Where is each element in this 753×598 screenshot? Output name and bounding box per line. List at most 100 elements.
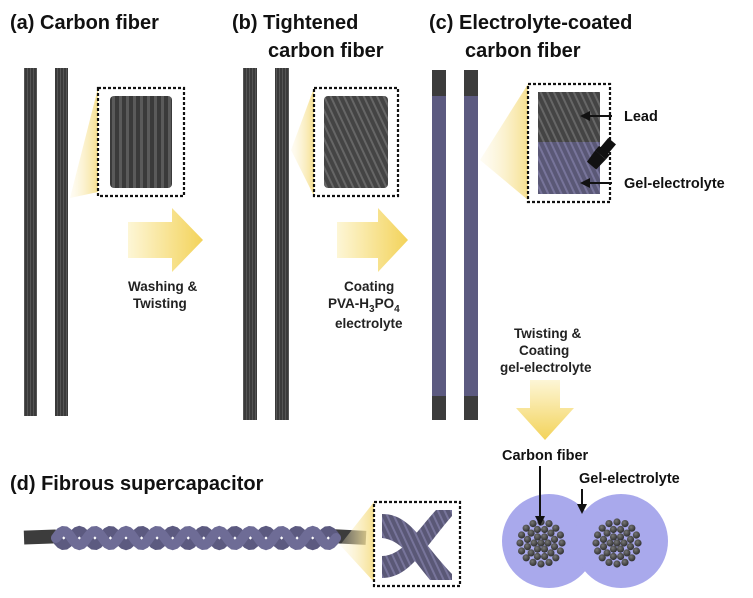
fiber-filament bbox=[522, 524, 530, 532]
fiber-filament bbox=[632, 547, 641, 555]
fiber-filament bbox=[547, 549, 555, 557]
fiber-filament bbox=[550, 535, 559, 544]
fiber-filament bbox=[537, 560, 545, 568]
zoom-fiber-bundle-twisted bbox=[324, 96, 388, 188]
fiber-filament bbox=[558, 539, 566, 547]
fiber-filament bbox=[616, 545, 625, 553]
coated-fiber-rod-1 bbox=[432, 70, 446, 420]
fiber-filament bbox=[556, 531, 565, 539]
zoom-beam-c bbox=[480, 84, 528, 200]
carbon-fiber-rod-1 bbox=[24, 68, 37, 416]
cross-section-gel-right bbox=[574, 494, 668, 588]
zoom-gel-section bbox=[538, 142, 600, 194]
cross-section-carbon-label: Carbon fiber bbox=[502, 448, 589, 464]
cross-section-fiber-bundle-right bbox=[592, 518, 642, 568]
fiber-filament bbox=[603, 549, 611, 557]
fiber-filament bbox=[556, 547, 565, 555]
fiber-filament bbox=[518, 531, 526, 539]
fiber-filament bbox=[550, 543, 559, 551]
step-twisting-line1: Twisting & bbox=[514, 326, 581, 341]
fiber-filament bbox=[609, 552, 618, 561]
fiber-filament bbox=[613, 539, 621, 547]
step-twisting-line2: Coating bbox=[519, 343, 569, 358]
fiber-filament bbox=[634, 539, 642, 547]
coated-fiber-rod-2 bbox=[464, 70, 478, 420]
fiber-filament bbox=[598, 524, 606, 532]
step-coating-line1: Coating bbox=[344, 279, 394, 294]
step-washing-line2: Twisting bbox=[133, 296, 187, 311]
fiber-filament bbox=[609, 533, 618, 541]
fiber-filament bbox=[599, 535, 608, 544]
fiber-filament bbox=[547, 529, 555, 537]
fiber-filament bbox=[541, 525, 549, 534]
fiber-filament bbox=[598, 554, 606, 562]
fiber-filament bbox=[533, 545, 542, 553]
fiber-filament bbox=[623, 549, 631, 557]
cross-section-fiber-bundle-left bbox=[516, 518, 566, 568]
fiber-filament bbox=[626, 535, 635, 544]
panel-a-title: (a) Carbon fiber bbox=[10, 12, 159, 34]
fiber-filament bbox=[527, 549, 535, 557]
panel-b-title-line1: (b) Tightened bbox=[232, 12, 358, 34]
fiber-filament bbox=[617, 552, 625, 561]
fiber-filament bbox=[605, 520, 613, 528]
step-twisting-line3: gel-electrolyte bbox=[500, 360, 592, 375]
panel-c-title-line2: carbon fiber bbox=[465, 40, 581, 62]
panel-c-title-line1: (c) Electrolyte-coated bbox=[429, 12, 632, 34]
fiber-filament bbox=[552, 554, 560, 562]
fiber-filament bbox=[537, 539, 545, 547]
fiber-filament bbox=[632, 531, 641, 539]
fiber-filament bbox=[540, 545, 549, 553]
carbon-pointer-head bbox=[535, 516, 545, 526]
gel-electrolyte-label-c: Gel-electrolyte bbox=[624, 176, 725, 192]
fiber-filament bbox=[540, 533, 549, 541]
fiber-filament bbox=[628, 524, 636, 532]
fiber-filament bbox=[530, 539, 538, 547]
step-coating-line3: electrolyte bbox=[335, 316, 403, 331]
zoom-twisted-pair bbox=[382, 510, 452, 580]
fiber-filament bbox=[552, 524, 560, 532]
fiber-filament bbox=[523, 535, 532, 544]
fiber-filament bbox=[621, 558, 629, 567]
fiber-filament bbox=[609, 545, 618, 553]
fiber-filament bbox=[609, 525, 618, 534]
fiber-filament bbox=[533, 552, 542, 561]
lead-pointer-head bbox=[580, 111, 590, 121]
zoom-beam-d bbox=[340, 502, 374, 582]
fiber-filament bbox=[613, 518, 621, 526]
fiber-filament bbox=[613, 560, 621, 568]
fiber-filament bbox=[523, 543, 532, 551]
fiber-filament bbox=[545, 558, 553, 567]
gel-pointer-head-cs bbox=[577, 504, 587, 514]
process-arrow-3 bbox=[516, 380, 574, 440]
panel-d-title: (d) Fibrous supercapacitor bbox=[10, 473, 264, 495]
fiber-filament bbox=[623, 529, 631, 537]
cross-section-gel-label: Gel-electrolyte bbox=[579, 471, 680, 487]
fiber-filament bbox=[522, 554, 530, 562]
fiber-filament bbox=[603, 529, 611, 537]
carbon-fiber-rod-2 bbox=[55, 68, 68, 416]
fiber-filament bbox=[516, 539, 524, 547]
fiber-filament bbox=[621, 520, 629, 528]
process-arrow-2 bbox=[337, 208, 408, 272]
fiber-filament bbox=[594, 531, 602, 539]
fiber-filament bbox=[518, 547, 526, 555]
lead-label: Lead bbox=[624, 109, 658, 125]
fiber-filament bbox=[533, 533, 542, 541]
fiber-filament bbox=[617, 525, 625, 534]
fiber-filament bbox=[592, 539, 600, 547]
fiber-filament bbox=[628, 554, 636, 562]
step-coating-formula: PVA-H3PO4 bbox=[328, 296, 400, 315]
fiber-filament bbox=[599, 543, 608, 551]
fiber-filament bbox=[527, 529, 535, 537]
fiber-filament bbox=[533, 525, 542, 534]
zoom-fiber-bundle-straight bbox=[110, 96, 172, 188]
fiber-filament bbox=[529, 520, 537, 528]
gel-pointer-head bbox=[580, 178, 590, 188]
paintbrush-icon bbox=[586, 137, 616, 170]
panel-b-title-line2: carbon fiber bbox=[268, 40, 384, 62]
zoom-beam-b bbox=[291, 88, 314, 196]
fiber-filament bbox=[605, 558, 613, 567]
